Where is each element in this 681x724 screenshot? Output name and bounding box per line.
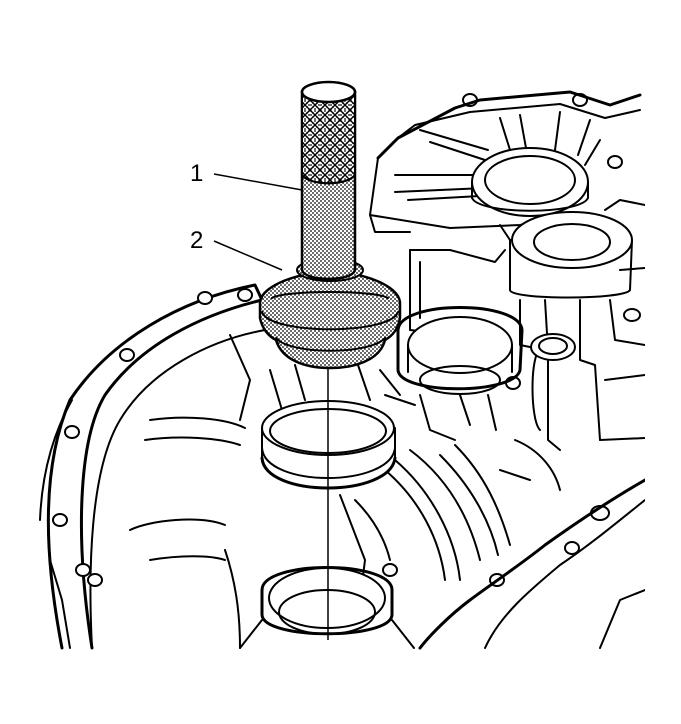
case-outer-flange (46, 283, 264, 650)
transmission-case (39, 90, 645, 650)
callout-label-1: 1 (190, 160, 203, 187)
callout-2: 2 (190, 227, 283, 271)
callout-leader-2 (213, 240, 283, 271)
case-right-flange (418, 478, 645, 650)
case-inner-flange (89, 329, 266, 649)
center-bore (396, 306, 524, 395)
radial-ribs (229, 334, 497, 441)
callout-leader-1 (213, 173, 303, 191)
small-boss (530, 333, 576, 361)
bottom-bore (239, 566, 415, 649)
lower-case-ribs (129, 416, 561, 649)
seal-installer-tool (258, 80, 402, 370)
upper-bore-boss (471, 147, 589, 217)
installer-handle (300, 80, 357, 281)
callout-label-2: 2 (190, 227, 203, 254)
housing-ribs-upper (394, 111, 601, 201)
middle-bore-boss (499, 199, 645, 299)
callout-1: 1 (190, 160, 303, 191)
